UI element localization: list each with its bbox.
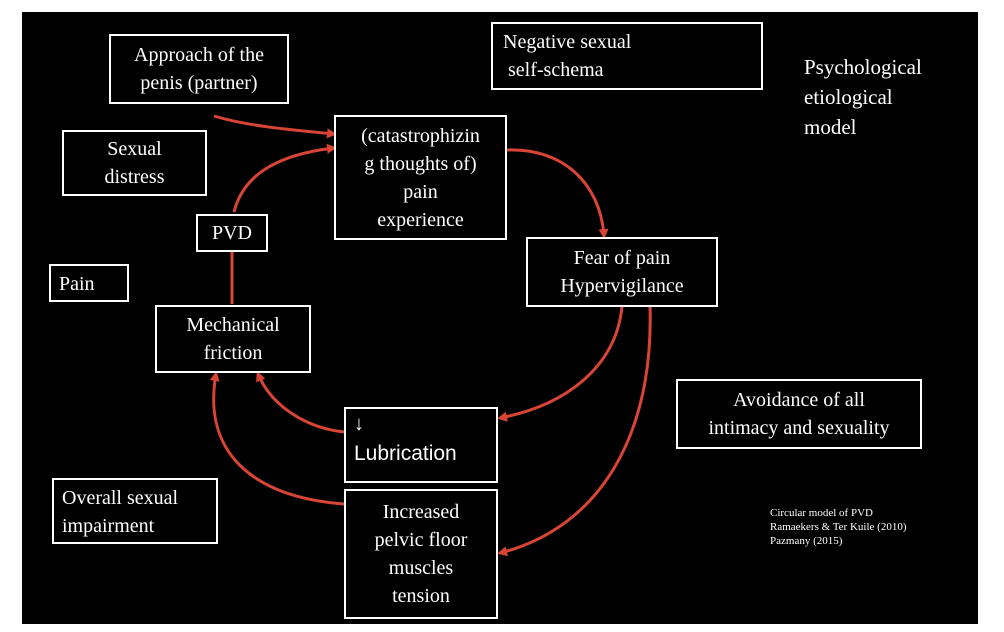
node-sexual-distress-line-1: Sexual [107, 138, 162, 160]
node-lubrication: ↓ Lubrication [344, 407, 498, 483]
arrow-approach-to-catastrophizing [213, 114, 337, 139]
node-negative-schema-line-1: Negative sexual [503, 31, 632, 53]
arrow-fear-to-pelvic [497, 305, 652, 557]
node-mechanical-line-2: friction [203, 342, 263, 364]
model-title: Psychological etiological model [804, 52, 922, 142]
citation-line-3: Pazmany (2015) [770, 535, 843, 547]
node-approach: Approach of the penis (partner) [109, 34, 289, 104]
node-sexual-distress-line-2: distress [104, 166, 165, 188]
model-title-line-3: model [804, 115, 857, 139]
node-approach-line-2: penis (partner) [140, 72, 258, 94]
node-catastrophizing-line-3: pain [403, 180, 438, 203]
node-catastrophizing: (catastrophizin g thoughts of) pain expe… [334, 115, 507, 240]
node-sexual-distress: Sexual distress [62, 130, 207, 196]
node-approach-line-1: Approach of the [134, 44, 264, 66]
node-fear-line-2: Hypervigilance [560, 275, 684, 297]
node-pvd-label: PVD [211, 222, 252, 244]
slide: Approach of the penis (partner) Negative… [22, 12, 978, 624]
node-pelvic-line-3: muscles [388, 557, 454, 579]
arrow-fear-to-lubrication [497, 305, 624, 422]
node-mechanical-line-1: Mechanical [186, 314, 280, 336]
node-pain-label: Pain [59, 273, 95, 295]
model-title-line-2: etiological [804, 85, 893, 109]
node-pelvic: Increased pelvic floor muscles tension [344, 489, 498, 619]
arrow-pvd-to-catastrophizing [232, 143, 337, 213]
node-avoidance-line-1: Avoidance of all [733, 389, 865, 411]
node-negative-schema-line-2: self-schema [503, 59, 604, 81]
citation: Circular model of PVD Ramaekers & Ter Ku… [770, 506, 907, 548]
node-avoidance: Avoidance of all intimacy and sexuality [676, 379, 922, 449]
node-avoidance-line-2: intimacy and sexuality [708, 417, 890, 439]
node-mechanical: Mechanical friction [155, 305, 311, 373]
node-pelvic-line-2: pelvic floor [374, 529, 468, 551]
node-pelvic-line-1: Increased [382, 501, 460, 523]
node-pelvic-line-4: tension [392, 585, 450, 607]
node-overall-impairment-line-1: Overall sexual [62, 487, 179, 509]
node-pvd: PVD [196, 214, 268, 252]
node-overall-impairment: Overall sexual impairment [52, 478, 218, 544]
node-lubrication-label: Lubrication [354, 442, 457, 465]
node-pain: Pain [49, 264, 129, 302]
citation-line-2: Ramaekers & Ter Kuile (2010) [770, 521, 907, 533]
arrow-lubrication-to-mechanical [256, 371, 345, 434]
citation-line-1: Circular model of PVD [770, 507, 873, 519]
node-fear-line-1: Fear of pain [573, 247, 671, 269]
flow-arrows [209, 114, 652, 557]
node-negative-schema: Negative sexual self-schema [491, 22, 763, 90]
node-catastrophizing-line-1: (catastrophizin [361, 124, 480, 147]
node-catastrophizing-line-2: g thoughts of) [364, 152, 477, 175]
arrow-catastrophizing-to-fear [506, 148, 609, 239]
arrow-down-icon: ↓ [354, 413, 364, 435]
arrow-pelvic-to-mechanical [209, 371, 345, 506]
node-overall-impairment-line-2: impairment [62, 515, 155, 537]
model-title-line-1: Psychological [804, 55, 922, 79]
node-catastrophizing-line-4: experience [377, 208, 464, 231]
node-fear: Fear of pain Hypervigilance [526, 237, 718, 307]
